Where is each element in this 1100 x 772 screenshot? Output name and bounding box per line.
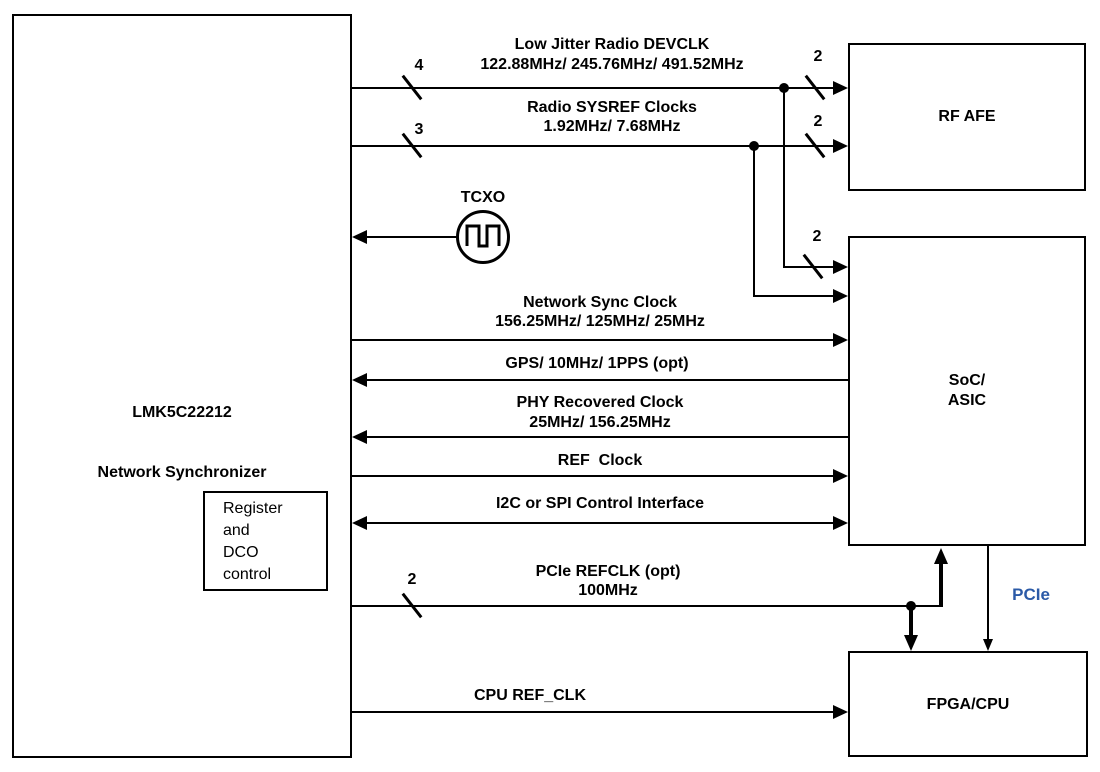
devclk-soc-bus-width: 2	[812, 228, 822, 245]
ref-clock-signal-name: REF Clock	[557, 452, 643, 469]
pcie-refclk-down-vertical	[909, 606, 913, 637]
gps-arrowhead	[352, 373, 367, 387]
gps-signal-name: GPS/ 10MHz/ 1PPS (opt)	[505, 355, 689, 372]
i2c-spi-signal-name: I2C or SPI Control Interface	[495, 495, 705, 512]
sysref-branch-horizontal	[753, 295, 834, 297]
phy-line	[366, 436, 848, 438]
rf-afe-label: RF AFE	[938, 108, 996, 125]
tcxo-arrowhead	[352, 230, 367, 244]
pcie-link-label: PCIe	[1012, 585, 1050, 604]
devclk-signal-name: Low Jitter Radio DEVCLK	[514, 36, 710, 53]
network-sync-arrowhead	[833, 333, 848, 347]
soc-label-line2: ASIC	[947, 392, 987, 409]
pcie-link-arrowhead	[983, 639, 993, 651]
soc-asic-block: SoC/ ASIC	[848, 236, 1086, 546]
network-sync-signal-name: Network Sync Clock	[523, 294, 677, 311]
lmk-part-number: LMK5C22212	[132, 404, 232, 421]
sysref-afe-bus-width: 2	[813, 113, 823, 130]
register-dco-control-label: Register and DCO control	[223, 500, 283, 583]
phy-arrowhead	[352, 430, 367, 444]
tcxo-symbol	[456, 210, 510, 264]
tcxo-line	[366, 236, 457, 238]
pcie-refclk-down-arrowhead	[904, 635, 918, 651]
sysref-branch-arrowhead	[833, 289, 848, 303]
cpu-ref-clk-arrowhead	[833, 705, 848, 719]
devclk-afe-bus-width: 2	[813, 48, 823, 65]
square-wave-icon	[465, 224, 501, 248]
sysref-bus-width: 3	[414, 121, 424, 138]
pcie-refclk-frequency: 100MHz	[578, 582, 638, 599]
ref-clock-line	[352, 475, 834, 477]
cpu-ref-clk-line	[352, 711, 834, 713]
rf-afe-block: RF AFE	[848, 43, 1086, 191]
sysref-line	[352, 145, 834, 147]
i2c-spi-left-arrowhead	[352, 516, 367, 530]
sysref-arrowhead	[833, 139, 848, 153]
gps-line	[366, 379, 848, 381]
pcie-refclk-up-vertical	[939, 563, 943, 607]
lmk-network-synchronizer-block	[12, 14, 352, 758]
devclk-branch-vertical	[783, 88, 785, 268]
fpga-cpu-block	[848, 651, 1088, 757]
sysref-frequencies: 1.92MHz/ 7.68MHz	[543, 118, 681, 135]
fpga-cpu-label: FPGA/CPU	[926, 696, 1010, 713]
i2c-spi-right-arrowhead	[833, 516, 848, 530]
lmk-description: Network Synchronizer	[97, 464, 267, 481]
devclk-frequencies: 122.88MHz/ 245.76MHz/ 491.52MHz	[480, 56, 744, 73]
devclk-arrowhead	[833, 81, 848, 95]
cpu-ref-clk-signal-name: CPU REF_CLK	[473, 687, 587, 704]
i2c-spi-line	[366, 522, 834, 524]
pcie-refclk-bus-width: 2	[407, 571, 417, 588]
ref-clock-arrowhead	[833, 469, 848, 483]
phy-signal-name: PHY Recovered Clock	[516, 394, 684, 411]
devclk-branch-arrowhead	[833, 260, 848, 274]
register-dco-control-block: Register and DCO control	[203, 491, 328, 591]
devclk-branch-horizontal	[783, 266, 834, 268]
network-sync-frequencies: 156.25MHz/ 125MHz/ 25MHz	[495, 313, 705, 330]
sysref-signal-name: Radio SYSREF Clocks	[527, 99, 697, 116]
pcie-refclk-up-arrowhead	[934, 548, 948, 564]
soc-label-line1: SoC/	[948, 372, 986, 389]
pcie-refclk-line	[352, 605, 941, 607]
tcxo-label: TCXO	[460, 189, 506, 206]
network-sync-line	[352, 339, 834, 341]
phy-frequencies: 25MHz/ 156.25MHz	[529, 414, 671, 431]
devclk-line	[352, 87, 834, 89]
sysref-branch-vertical	[753, 146, 755, 297]
pcie-refclk-signal-name: PCIe REFCLK (opt)	[535, 563, 681, 580]
lmk-block-label: LMK5C22212 Network Synchronizer	[12, 363, 352, 523]
pcie-link-line	[987, 546, 989, 640]
devclk-bus-width: 4	[414, 57, 424, 74]
